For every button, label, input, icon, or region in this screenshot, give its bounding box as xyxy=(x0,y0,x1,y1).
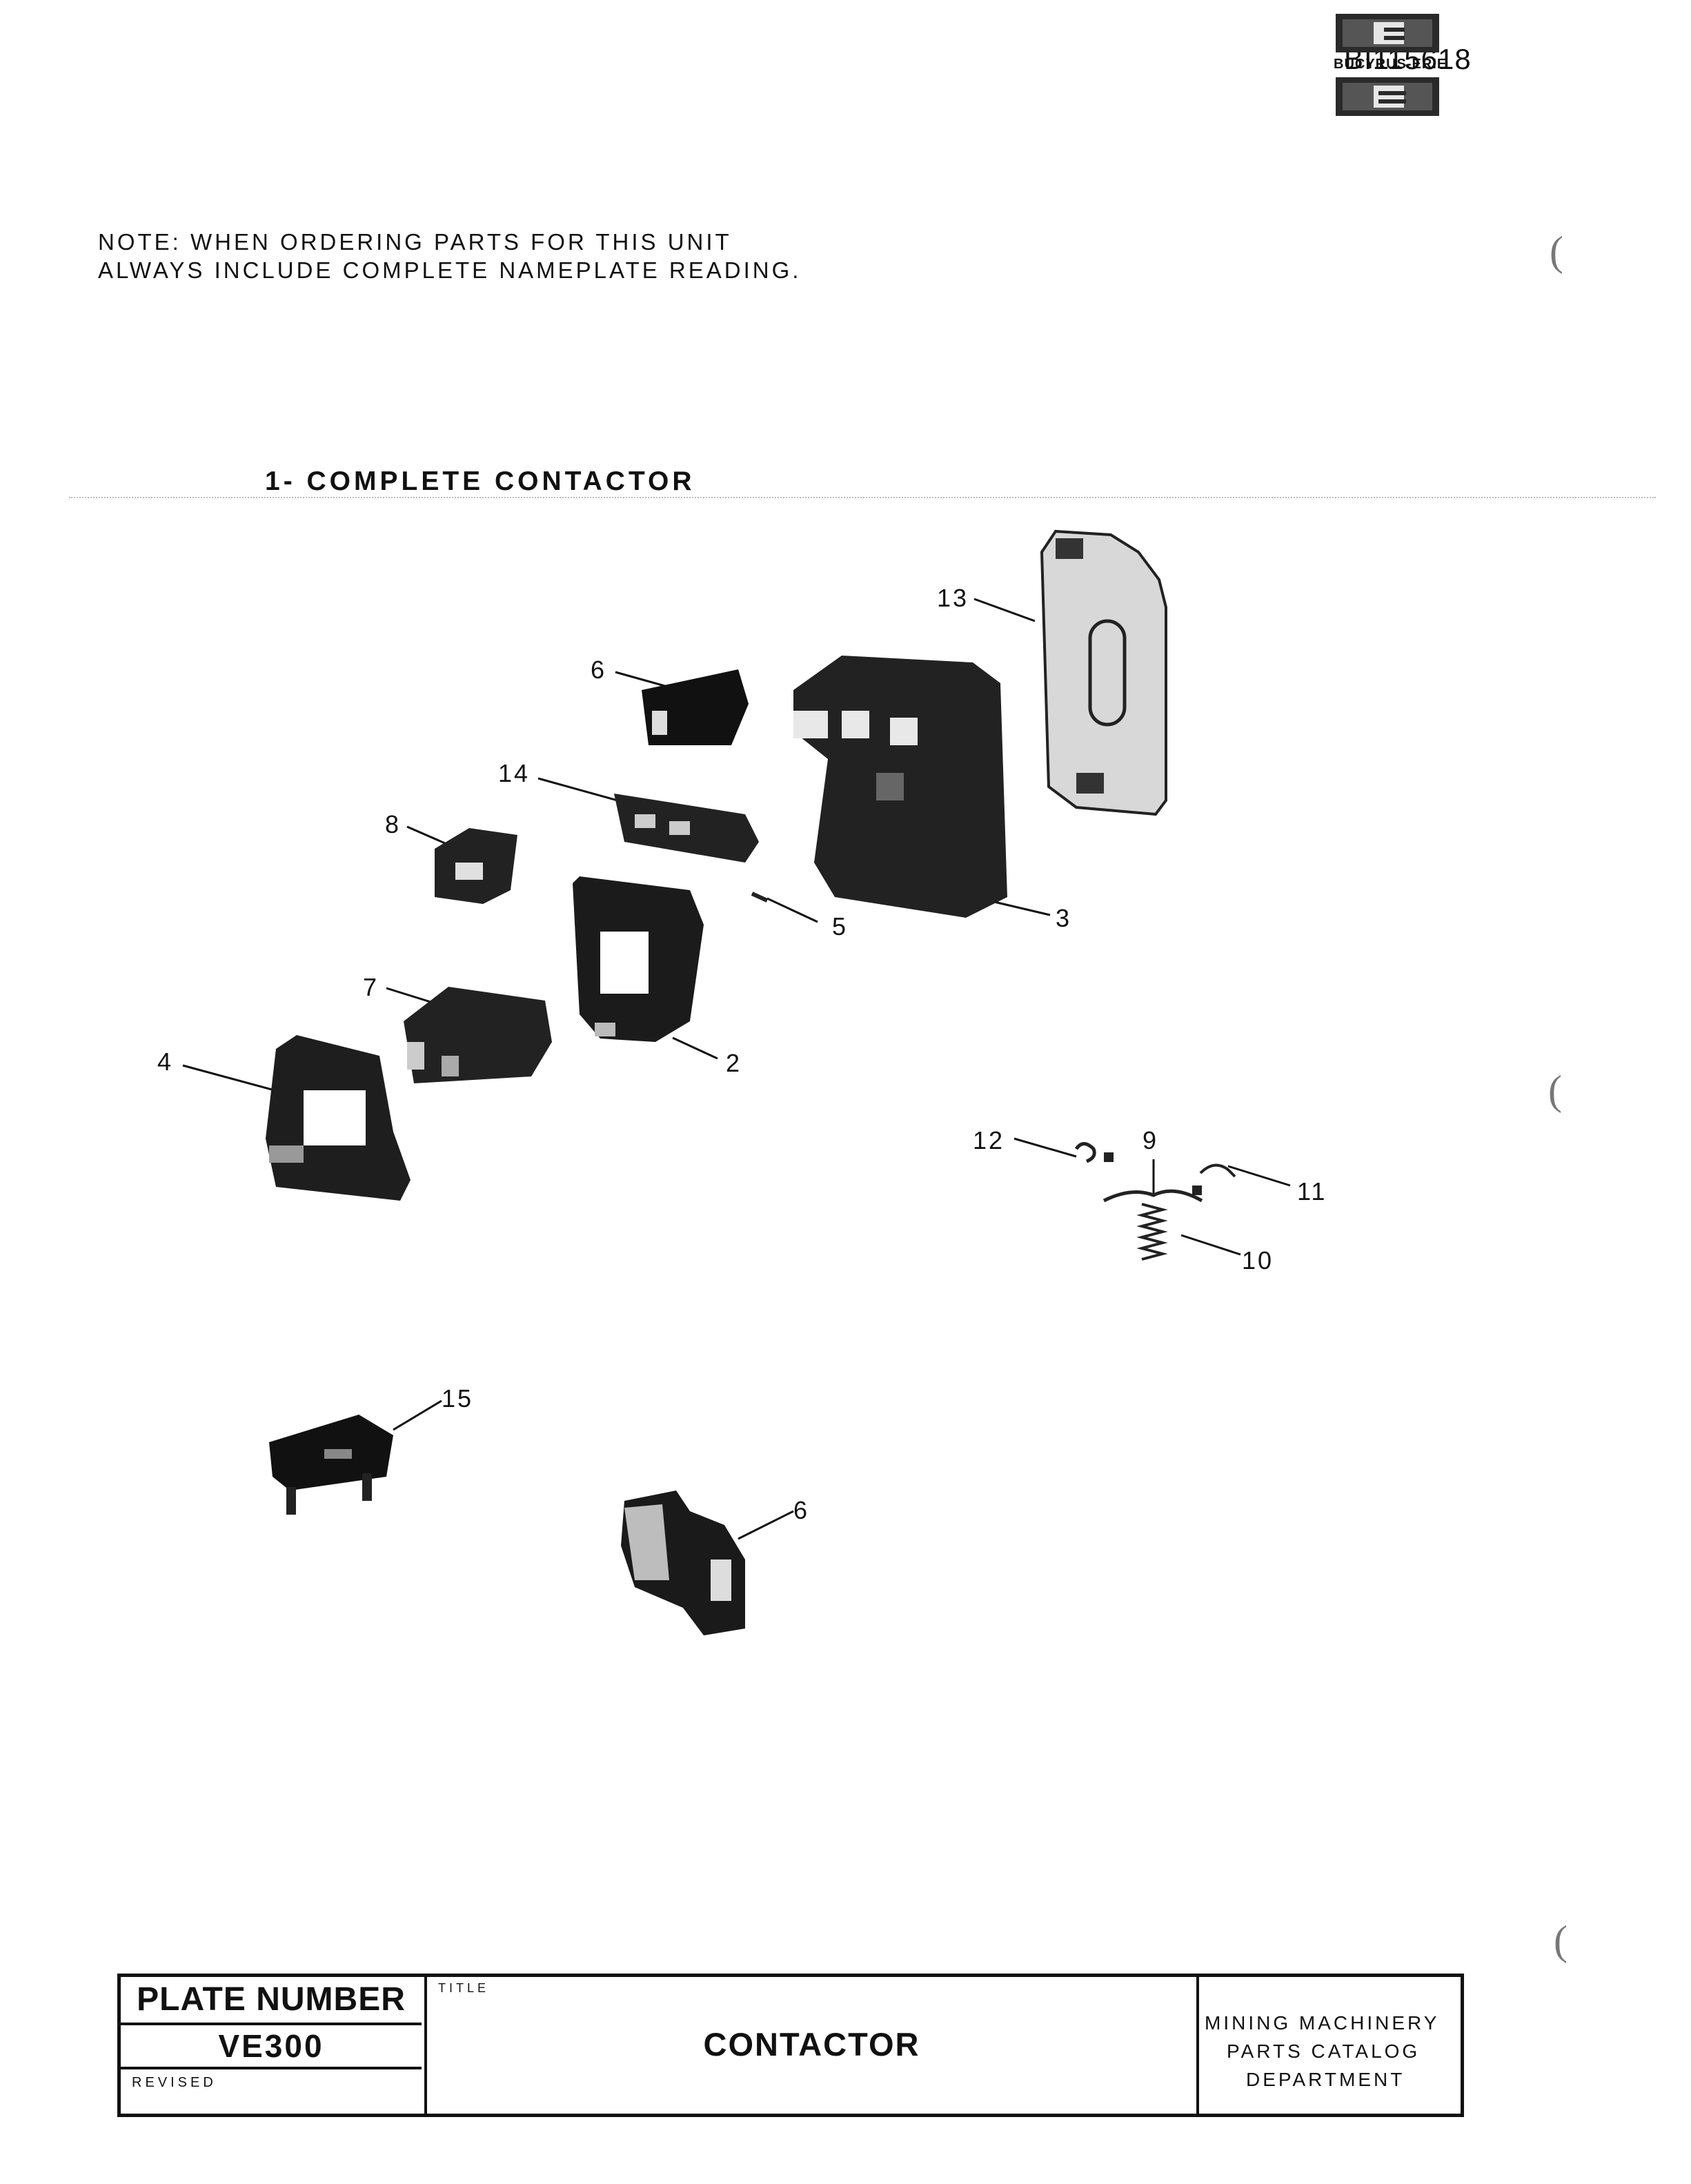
contact-block-part-3 xyxy=(793,656,1007,918)
margin-mark: ( xyxy=(1550,228,1563,274)
leader-line-6-bottom xyxy=(738,1510,794,1540)
base-frame-part-4 xyxy=(266,1035,411,1201)
callout-8: 8 xyxy=(385,810,402,838)
ordering-note: NOTE: WHEN ORDERING PARTS FOR THIS UNIT … xyxy=(98,228,801,284)
brand-name: BUCYRUS-ERIE xyxy=(1334,57,1447,72)
callout-13: 13 xyxy=(937,584,969,612)
title-caption: TITLE xyxy=(438,1981,490,1995)
callout-11: 11 xyxy=(1297,1177,1327,1206)
leader-line-8 xyxy=(406,825,446,845)
document-title: CONTACTOR xyxy=(703,2026,920,2063)
auxiliary-contact-part-6-top xyxy=(642,669,749,745)
margin-mark: ( xyxy=(1548,1068,1562,1113)
revised-label: REVISED xyxy=(132,2075,217,2090)
clip-part-11 xyxy=(1192,1163,1236,1195)
callout-2: 2 xyxy=(726,1049,742,1077)
department-cell: MINING MACHINERY PARTS CATALOG DEPARTMEN… xyxy=(1196,1977,1464,2114)
callout-9: 9 xyxy=(1143,1126,1159,1154)
coil-frame-part-2 xyxy=(573,876,704,1042)
department-line-2: PARTS CATALOG xyxy=(1227,2040,1421,2062)
callout-10: 10 xyxy=(1242,1246,1274,1275)
mounting-plate-part-13 xyxy=(1040,529,1167,816)
callout-3: 3 xyxy=(1056,904,1072,932)
terminal-strip-part-14 xyxy=(614,794,759,863)
department-line-1: MINING MACHINERY xyxy=(1205,2012,1440,2034)
leader-line-11 xyxy=(1227,1165,1291,1187)
spring-part-10 xyxy=(1136,1203,1168,1261)
callout-15: 15 xyxy=(442,1384,474,1413)
pin-part-5 xyxy=(751,892,769,903)
callout-7: 7 xyxy=(363,973,379,1001)
clip-part-12 xyxy=(1074,1142,1114,1163)
leader-line-5 xyxy=(767,897,818,923)
auxiliary-contact-part-6-bottom xyxy=(621,1491,745,1635)
leader-line-2 xyxy=(672,1036,718,1060)
leader-line-13 xyxy=(973,598,1036,622)
callout-12: 12 xyxy=(973,1126,1005,1154)
department-text: MINING MACHINERY PARTS CATALOG DEPARTMEN… xyxy=(1205,2009,1460,2094)
plate-number-value: VE300 xyxy=(121,2025,422,2069)
bucyrus-erie-logo-icon xyxy=(1336,14,1439,52)
interlock-part-8 xyxy=(435,828,517,904)
callout-5: 5 xyxy=(832,912,849,941)
diagram-heading: 1- COMPLETE CONTACTOR xyxy=(265,466,695,496)
leader-line-4 xyxy=(182,1064,275,1092)
plate-number-cell: PLATE NUMBER VE300 REVISED xyxy=(121,1977,427,2114)
bracket-part-15 xyxy=(269,1415,393,1515)
callout-6-top: 6 xyxy=(591,656,607,684)
callout-4: 4 xyxy=(157,1047,174,1076)
heading-divider xyxy=(69,497,1656,498)
leader-line-10 xyxy=(1180,1234,1241,1256)
title-block: PLATE NUMBER VE300 REVISED TITLE CONTACT… xyxy=(117,1974,1464,2117)
bucyrus-erie-logo-icon xyxy=(1336,77,1439,116)
callout-14: 14 xyxy=(498,759,531,787)
margin-mark: ( xyxy=(1554,1918,1568,1963)
department-line-3: DEPARTMENT xyxy=(1246,2069,1405,2090)
note-line-1: NOTE: WHEN ORDERING PARTS FOR THIS UNIT xyxy=(98,229,732,255)
leader-line-15 xyxy=(393,1399,442,1431)
leader-line-14 xyxy=(537,777,618,802)
callout-6-bottom: 6 xyxy=(793,1496,810,1524)
coil-part-7 xyxy=(404,987,552,1083)
leader-line-12 xyxy=(1013,1137,1077,1158)
plate-number-label: PLATE NUMBER xyxy=(121,1977,422,2025)
note-line-2: ALWAYS INCLUDE COMPLETE NAMEPLATE READIN… xyxy=(98,257,802,283)
spring-retainer-part-9 xyxy=(1102,1189,1203,1203)
